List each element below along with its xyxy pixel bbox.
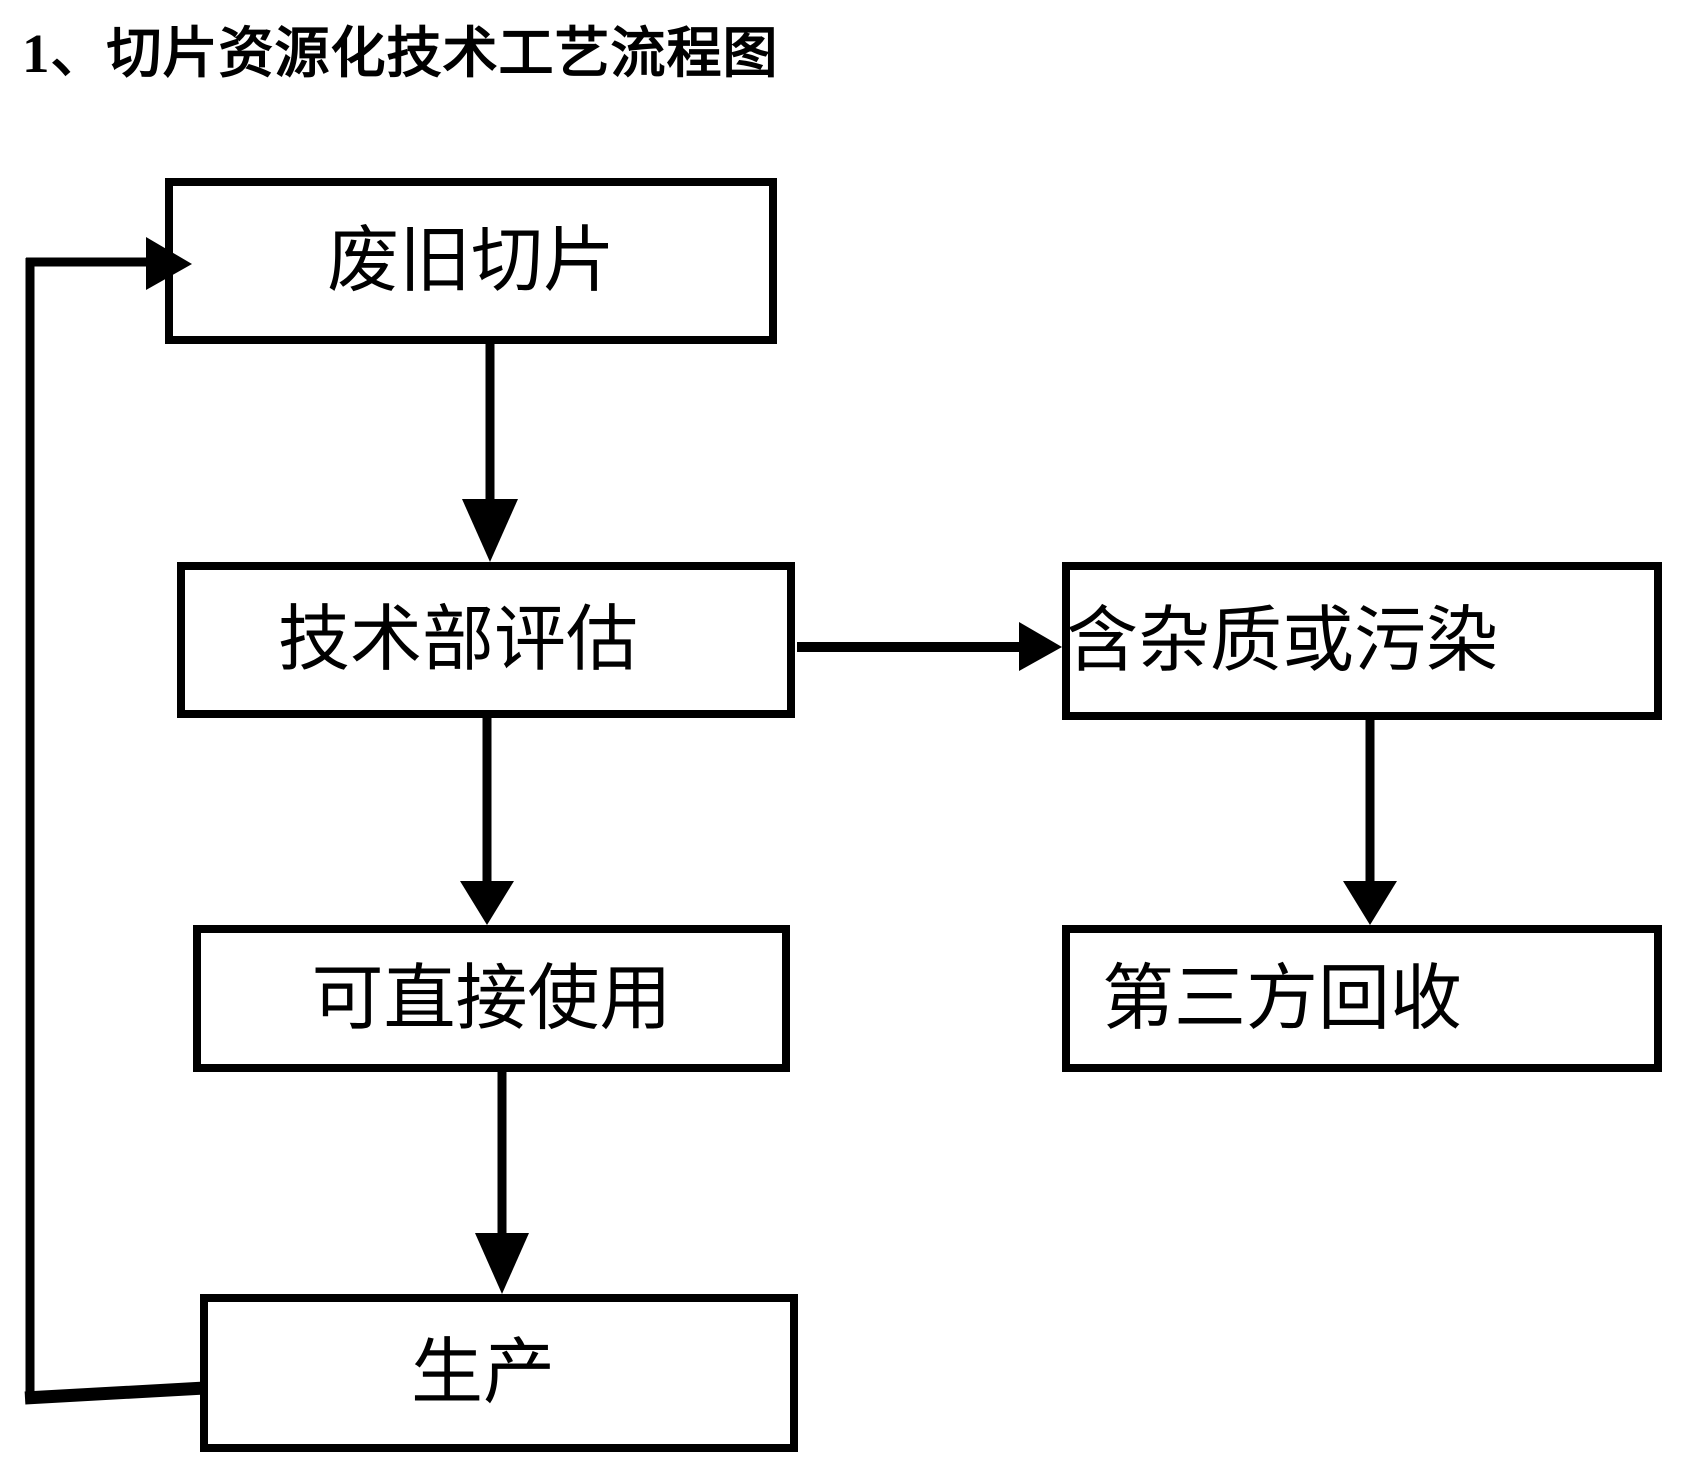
node-tech-dept-evaluation: 技术部评估	[177, 562, 795, 718]
node-tech-dept-evaluation-label: 技术部评估	[277, 600, 638, 680]
node-impurities-or-pollution-label: 含杂质或污染	[1065, 601, 1498, 681]
node-directly-usable-label: 可直接使用	[311, 958, 672, 1039]
node-waste-slices: 废旧切片	[165, 178, 777, 344]
node-third-party-recycling: 第三方回收	[1062, 925, 1662, 1072]
node-production: 生产	[200, 1294, 798, 1452]
arrow-production-loop-to-waste-icon	[24, 237, 206, 1405]
diagram-title: 1、切片资源化技术工艺流程图	[22, 23, 779, 84]
node-directly-usable: 可直接使用	[193, 925, 790, 1072]
arrow-evaluation-to-direct-use-icon	[460, 716, 514, 925]
arrow-evaluation-to-impurities-icon	[797, 622, 1062, 671]
node-production-label: 生产	[410, 1333, 555, 1413]
node-waste-slices-label: 废旧切片	[326, 221, 615, 301]
arrow-direct-use-to-production-icon	[475, 1070, 529, 1294]
arrow-waste-to-evaluation-icon	[462, 340, 518, 562]
arrow-impurities-to-third-party-icon	[1343, 718, 1397, 925]
node-third-party-recycling-label: 第三方回收	[1101, 958, 1462, 1039]
node-impurities-or-pollution: 含杂质或污染	[1062, 562, 1662, 720]
